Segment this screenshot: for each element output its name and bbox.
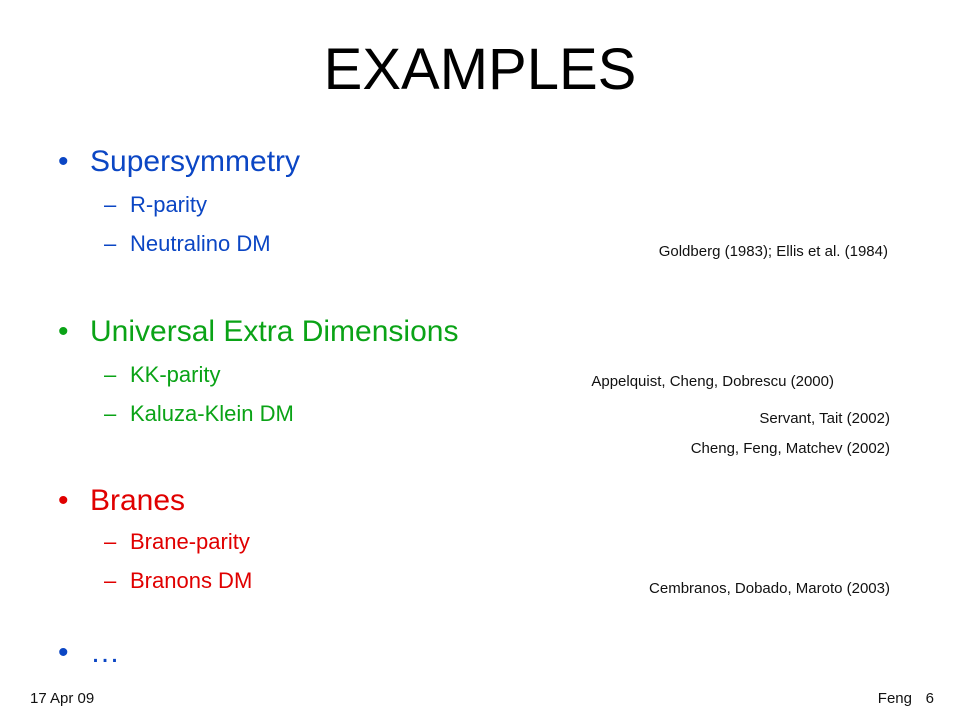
bullet-heading: … (90, 636, 120, 669)
sub-item-label: R-parity (130, 192, 208, 217)
sub-item-branons-dm: –Branons DM (104, 568, 252, 594)
bullet-heading: Supersymmetry (90, 145, 301, 178)
sub-item-label: Branons DM (130, 568, 253, 593)
sub-item-brane-parity: –Brane-parity (104, 529, 250, 555)
sub-item-kaluza-klein-dm: –Kaluza-Klein DM (104, 401, 294, 427)
bullet-dot: • (58, 145, 69, 178)
sub-item-label: Brane-parity (130, 529, 250, 554)
bullet-dot: • (58, 484, 69, 517)
sub-item-label: Neutralino DM (130, 231, 271, 256)
sub-item-label: Kaluza-Klein DM (130, 401, 294, 426)
reference-servant-tait: Servant, Tait (2002) (759, 410, 890, 427)
sub-item-kk-parity: –KK-parity (104, 362, 220, 388)
bullet-dot: • (58, 315, 69, 348)
footer-page-number: 6 (925, 690, 934, 707)
bullet-heading: Universal Extra Dimensions (90, 315, 459, 348)
dash: – (104, 529, 117, 554)
dash: – (104, 231, 117, 256)
footer-author: Feng (877, 690, 912, 707)
dash: – (104, 192, 117, 217)
dash: – (104, 362, 117, 387)
bullet-heading: Branes (90, 484, 186, 517)
reference-cheng-feng-matchev: Cheng, Feng, Matchev (2002) (690, 440, 890, 457)
dash: – (104, 568, 117, 593)
sub-item-neutralino-dm: –Neutralino DM (104, 231, 271, 257)
footer-date: 17 Apr 09 (30, 690, 95, 707)
dash: – (104, 401, 117, 426)
slide-title: EXAMPLES (323, 37, 637, 102)
reference-cembranos: Cembranos, Dobado, Maroto (2003) (649, 580, 890, 597)
sub-item-label: KK-parity (130, 362, 221, 387)
bullet-dot: • (58, 636, 69, 669)
sub-item-r-parity: –R-parity (104, 192, 207, 218)
reference-goldberg-ellis: Goldberg (1983); Ellis et al. (1984) (658, 243, 888, 260)
reference-appelquist: Appelquist, Cheng, Dobrescu (2000) (591, 373, 834, 390)
